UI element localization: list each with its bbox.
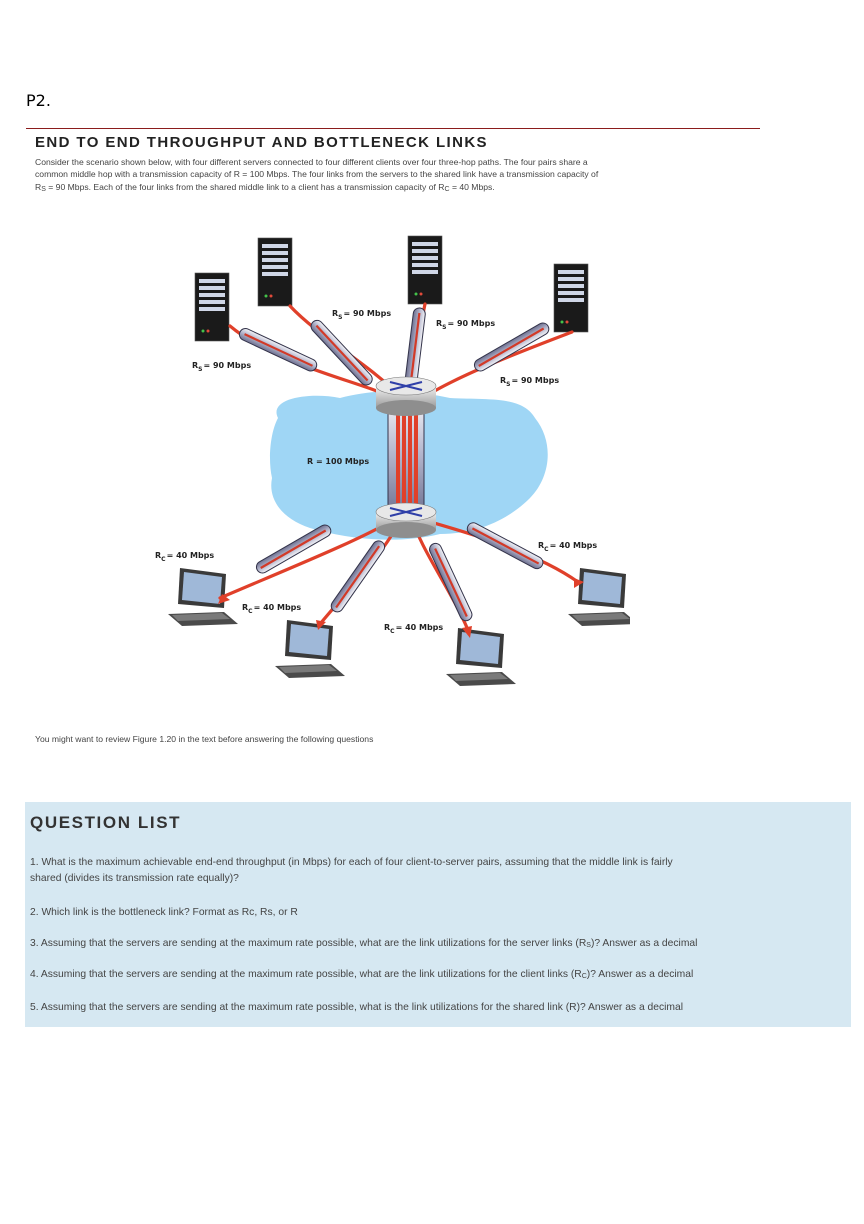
svg-text:RS= 90 Mbps: RS= 90 Mbps [436, 319, 495, 331]
intro-line-2: common middle hop with a transmission ca… [35, 169, 599, 180]
client-icon [275, 620, 345, 678]
server-icon [407, 235, 443, 305]
svg-text:RC= 40 Mbps: RC= 40 Mbps [384, 623, 443, 635]
label-client-right: RC= 40 Mbps [538, 541, 597, 553]
svg-text:RS= 90 Mbps: RS= 90 Mbps [500, 376, 559, 388]
intro-line-3: RS = 90 Mbps. Each of the four links fro… [35, 181, 495, 193]
server-link-center-left [307, 316, 376, 389]
shared-link [387, 397, 425, 517]
label-shared-link: R = 100 Mbps [307, 457, 369, 466]
label-client-center-right: RC= 40 Mbps [384, 623, 443, 635]
question-2: 2. Which link is the bottleneck link? Fo… [30, 907, 298, 918]
svg-text:RC= 40 Mbps: RC= 40 Mbps [242, 603, 301, 615]
question-4: 4. Assuming that the servers are sending… [30, 969, 694, 980]
intro-paragraph: Consider the scenario shown below, with … [35, 156, 760, 196]
question-panel: QUESTION LIST 1. What is the maximum ach… [25, 802, 851, 1027]
network-diagram: RS= 90 Mbps RS= 90 Mbps RS= 90 Mbps RS= … [155, 235, 630, 686]
label-server-center-left: RS= 90 Mbps [332, 309, 391, 321]
client-icon [446, 628, 516, 686]
question-1: 1. What is the maximum achievable end-en… [30, 857, 673, 884]
label-server-left: RS= 90 Mbps [192, 361, 251, 373]
svg-text:RC= 40 Mbps: RC= 40 Mbps [538, 541, 597, 553]
server-link-right [471, 319, 553, 375]
review-note: You might want to review Figure 1.20 in … [35, 734, 374, 744]
client-link-right [464, 519, 547, 572]
question-list-heading: QUESTION LIST [30, 813, 182, 832]
client-link-center-left [327, 537, 389, 616]
router-icon [375, 376, 437, 416]
intro-line-1: Consider the scenario shown below, with … [35, 157, 588, 167]
label-client-left: RC= 40 Mbps [155, 551, 214, 563]
svg-text:RS= 90 Mbps: RS= 90 Mbps [192, 361, 251, 373]
label-server-center-right: RS= 90 Mbps [436, 319, 495, 331]
server-icon [194, 272, 230, 342]
label-server-right: RS= 90 Mbps [500, 376, 559, 388]
server-icon [257, 237, 293, 307]
client-icon [568, 568, 630, 626]
label-client-center-left: RC= 40 Mbps [242, 603, 301, 615]
client-icon [168, 568, 238, 626]
router-icon [375, 502, 437, 538]
question-3: 3. Assuming that the servers are sending… [30, 938, 698, 949]
problem-label: P2. [26, 91, 51, 110]
svg-text:RS= 90 Mbps: RS= 90 Mbps [332, 309, 391, 321]
svg-text:RC= 40 Mbps: RC= 40 Mbps [155, 551, 214, 563]
section-heading: END TO END THROUGHPUT AND BOTTLENECK LIN… [26, 128, 760, 151]
server-icon [553, 263, 589, 333]
arrowheads [218, 578, 584, 638]
question-5: 5. Assuming that the servers are sending… [30, 1002, 684, 1013]
client-link-center-right [426, 540, 476, 624]
